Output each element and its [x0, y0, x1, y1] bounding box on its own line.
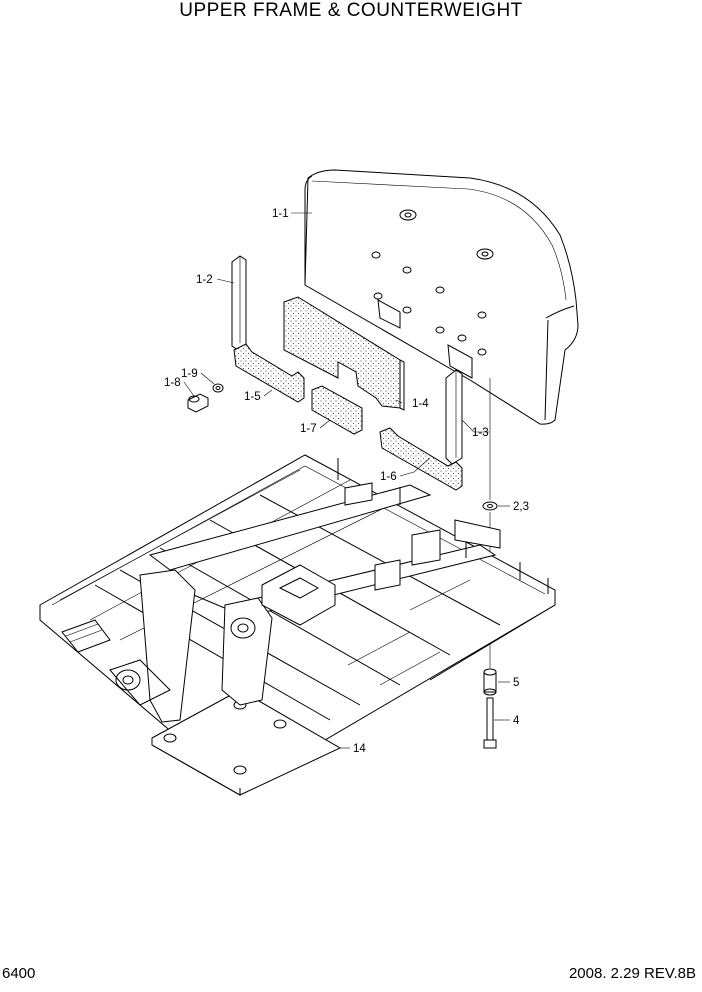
callout-4: 4 [513, 715, 520, 727]
plate-1-4 [283, 296, 401, 409]
callout-1-6: 1-6 [380, 471, 397, 483]
page-number: 6400 [2, 965, 36, 982]
callout-1-1: 1-1 [272, 208, 289, 220]
page-title: UPPER FRAME & COUNTERWEIGHT [179, 0, 523, 21]
bolt-1-8 [187, 393, 209, 413]
callout-14: 14 [353, 743, 366, 755]
callout-1-7: 1-7 [300, 423, 317, 435]
callout-1-2: 1-2 [196, 274, 213, 286]
plate-1-6 [379, 427, 463, 491]
plate-1-3 [445, 369, 463, 465]
washer-2-3 [482, 501, 498, 511]
leader-lines [183, 212, 510, 749]
washer-1-9 [212, 383, 224, 393]
callout-1-9: 1-9 [181, 368, 198, 380]
revision-date: 2008. 2.29 REV.8B [568, 965, 696, 982]
plate-1-5 [233, 343, 305, 403]
callout-2-3: 2,3 [513, 501, 529, 513]
callout-1-5: 1-5 [244, 391, 261, 403]
bolt-4 [483, 697, 497, 749]
callout-5: 5 [513, 677, 519, 689]
spacer-5 [483, 668, 497, 696]
upper-frame-part [39, 454, 556, 796]
plate-1-2 [231, 255, 247, 351]
callout-1-4: 1-4 [412, 398, 429, 410]
callout-1-8: 1-8 [164, 377, 181, 389]
counterweight-part [304, 169, 579, 425]
plate-1-7 [311, 385, 363, 435]
callout-1-3: 1-3 [472, 427, 489, 439]
